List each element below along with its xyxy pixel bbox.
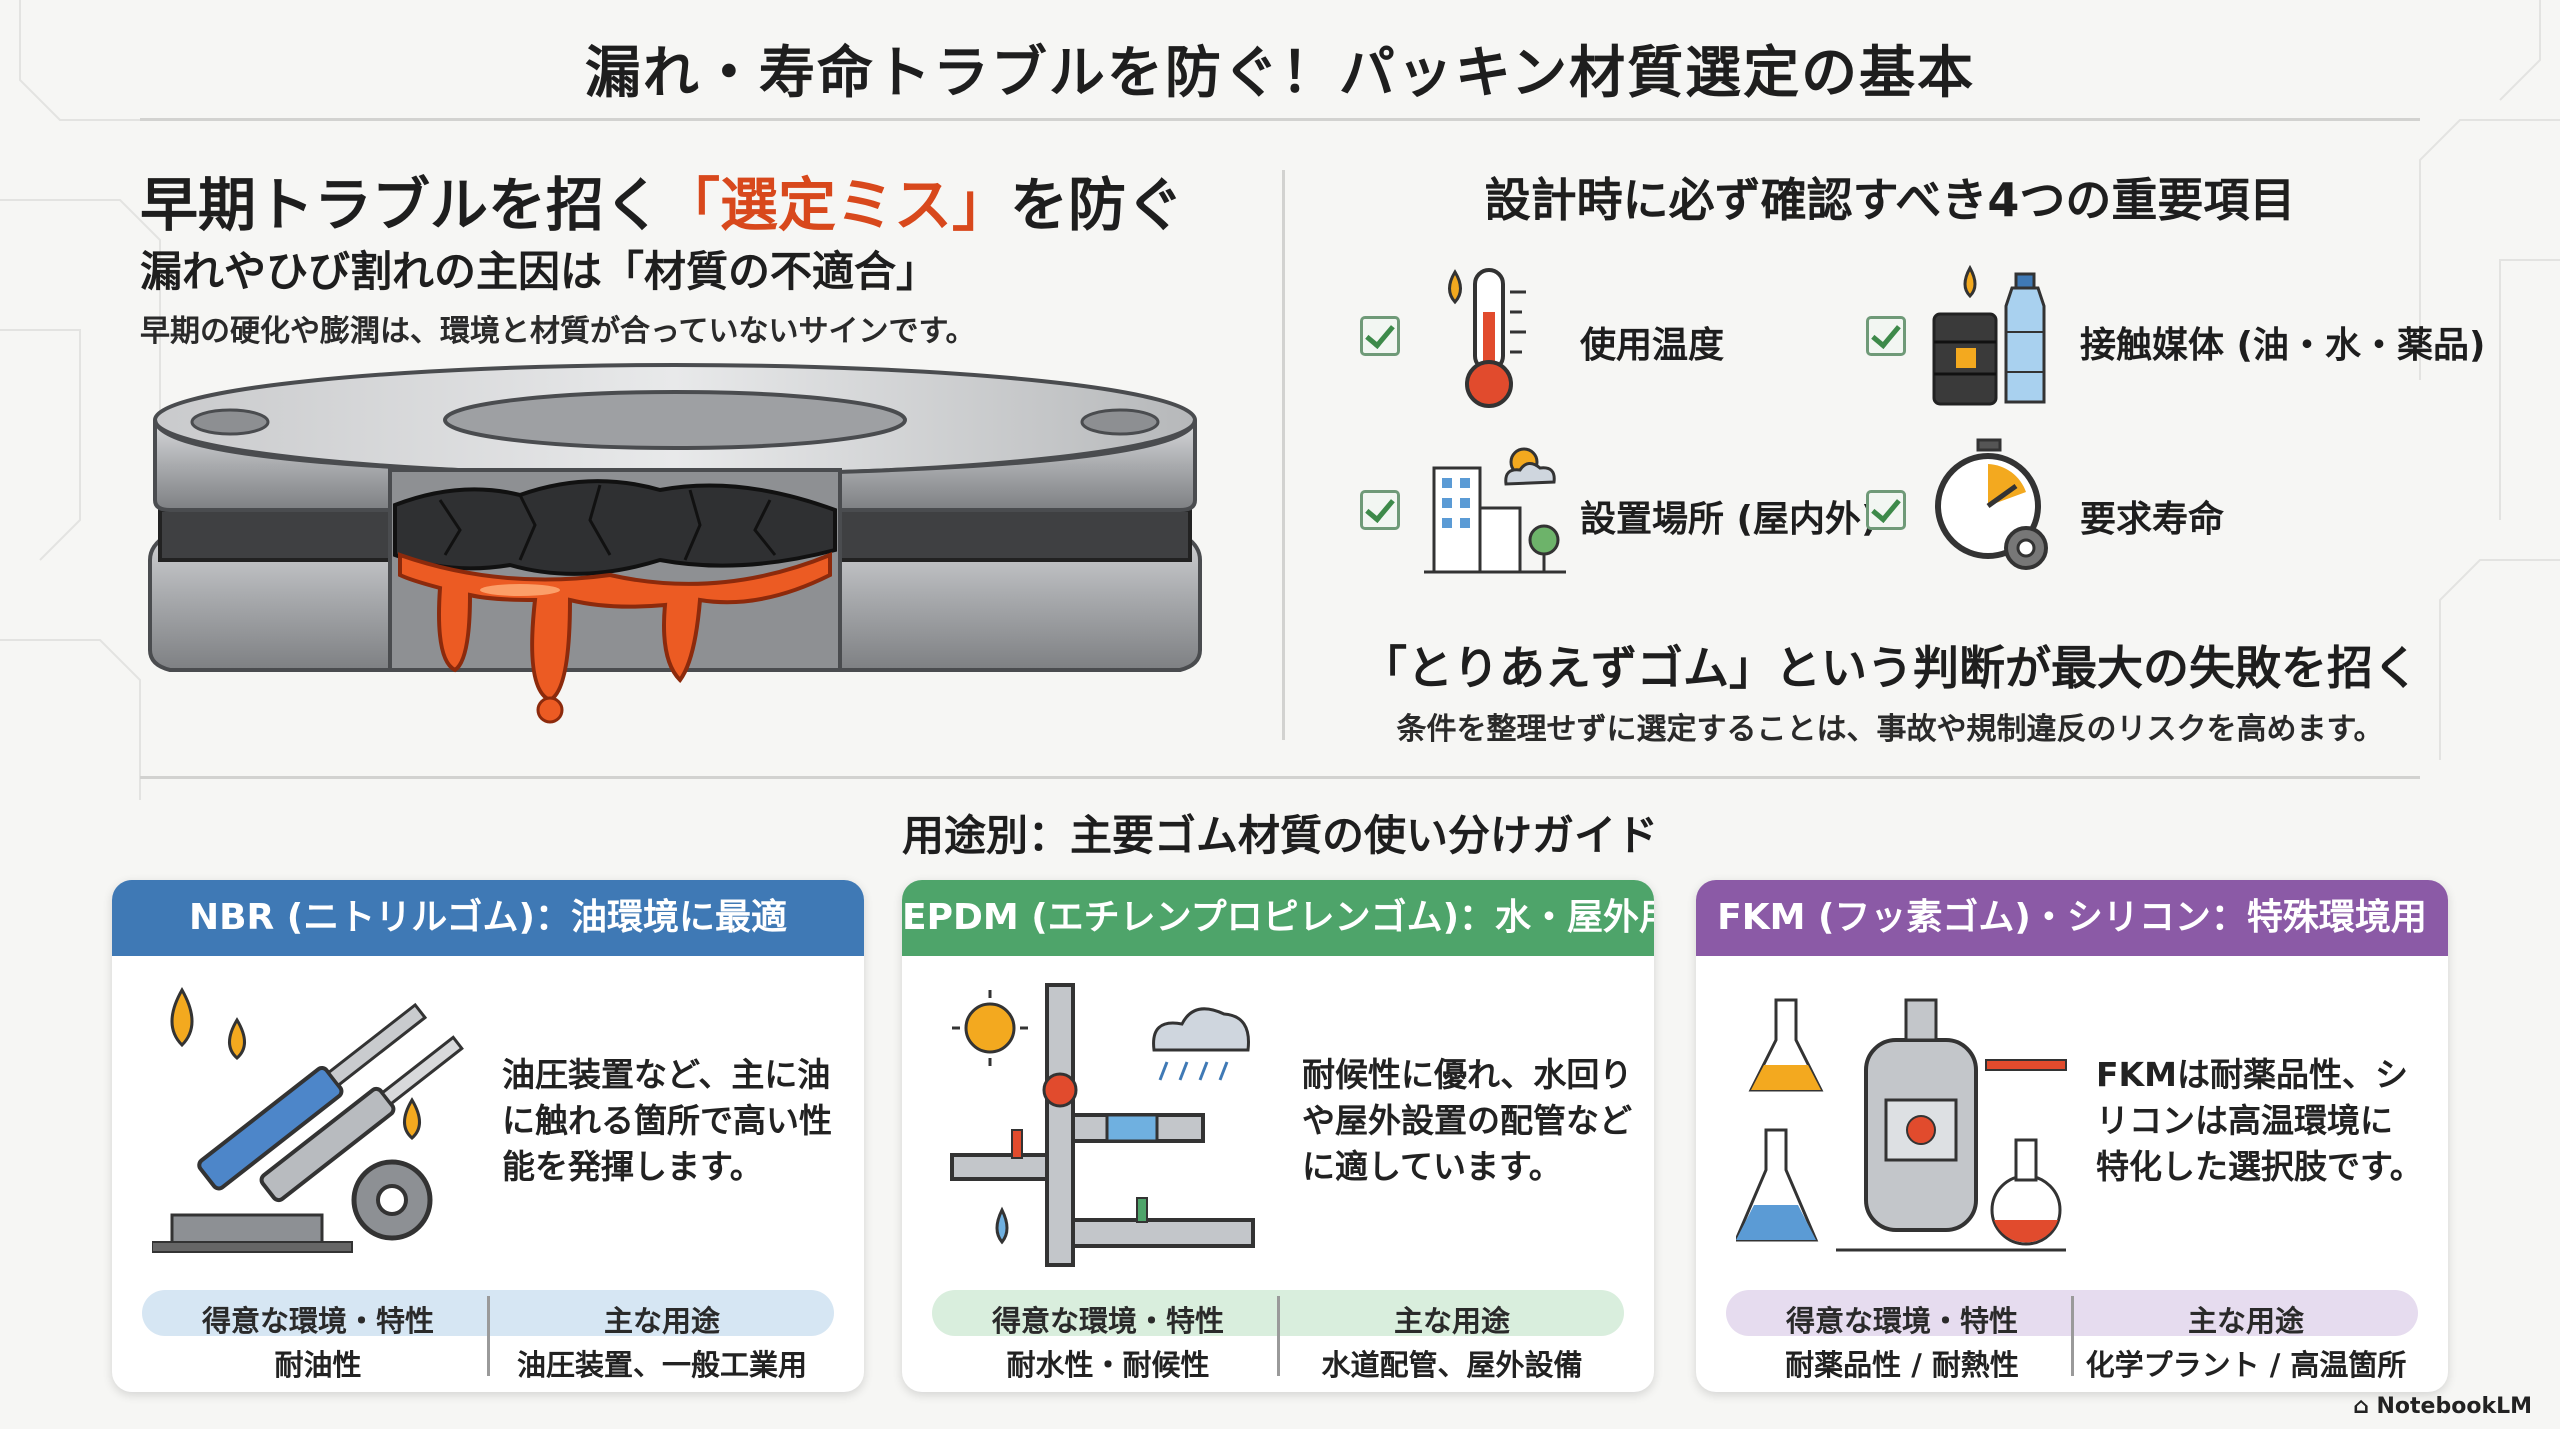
card-epdm-left-label: 得意な環境・特性: [991, 1304, 1224, 1338]
leaking-flange-illustration: [148, 363, 1202, 724]
card-epdm: EPDM (エチレンプロピレンゴム)：水・屋外用 耐候性に優れ、水回り や屋外設…: [902, 880, 1654, 1392]
card-fkm-left-value: 耐薬品性 / 耐熱性: [1785, 1348, 2019, 1382]
card-epdm-desc-line: 耐候性に優れ、水回り: [1302, 1055, 1633, 1094]
water-pipe-icon: [950, 983, 1255, 1267]
title-divider: [140, 118, 2420, 121]
card-epdm-desc-line: に適しています。: [1302, 1147, 1562, 1186]
checklist-heading: 設計時に必ず確認すべき4つの重要項目: [1484, 173, 2296, 227]
checkbox-location: [1360, 490, 1400, 530]
item-label-temperature: 使用温度: [1580, 325, 1725, 366]
guide-title: 用途別：主要ゴム材質の使い分けガイド: [901, 811, 1658, 860]
card-epdm-divider: [1277, 1296, 1280, 1376]
item-label-media: 接触媒体 (油・水・薬品): [2080, 325, 2486, 366]
checkbox-temperature: [1360, 316, 1400, 356]
card-fkm-divider: [2071, 1296, 2074, 1376]
left-heading-post: を防ぐ: [1010, 171, 1185, 239]
item-label-lifetime: 要求寿命: [2080, 499, 2225, 540]
card-fkm-left-label: 得意な環境・特性: [1785, 1304, 2018, 1338]
card-nbr-right-value: 油圧装置、一般工業用: [516, 1348, 807, 1382]
card-fkm-desc-line: リコンは高温環境に: [2096, 1101, 2393, 1140]
card-nbr-divider: [487, 1296, 490, 1376]
footer-label: NotebookLM: [2376, 1394, 2532, 1419]
stopwatch-gear-icon: [1935, 438, 2048, 570]
card-nbr-left-value: 耐油性: [274, 1348, 362, 1382]
building-weather-icon: [1424, 447, 1566, 574]
thermometer-icon: [1448, 268, 1526, 408]
card-fkm-right-value: 化学プラント / 高温箇所: [2085, 1348, 2407, 1382]
card-fkm-header: FKM (フッ素ゴム)・シリコン：特殊環境用: [1696, 880, 2448, 956]
card-nbr-desc-line: 能を発揮します。: [502, 1147, 763, 1186]
guide-divider: [140, 776, 2420, 779]
card-epdm-right-value: 水道配管、屋外設備: [1321, 1348, 1583, 1382]
card-nbr: NBR (ニトリルゴム)：油環境に最適 油圧装置など、主に油 に触れる箇所で高い…: [112, 880, 864, 1392]
card-fkm: FKM (フッ素ゴム)・シリコン：特殊環境用 FKMは耐薬品性、シ リコンは高温…: [1696, 880, 2448, 1392]
barrel-bottle-icon: [1932, 264, 2046, 406]
card-epdm-right-label: 主な用途: [1393, 1304, 1510, 1338]
checkbox-lifetime: [1866, 490, 1906, 530]
left-subheading: 漏れやひび割れの主因は「材質の不適合」: [140, 247, 939, 296]
card-epdm-description: 耐候性に優れ、水回り や屋外設置の配管など に適しています。: [1302, 1052, 1632, 1190]
card-fkm-desc-line: 特化した選択肢です。: [2096, 1147, 2423, 1186]
page-title: 漏れ・寿命トラブルを防ぐ！パッキン材質選定の基本: [584, 41, 1976, 106]
card-epdm-header: EPDM (エチレンプロピレンゴム)：水・屋外用: [902, 880, 1654, 956]
left-heading-highlight: 「選定ミス」: [662, 171, 1011, 239]
checkbox-media: [1866, 316, 1906, 356]
card-nbr-right-label: 主な用途: [603, 1304, 720, 1338]
warning-subtext: 条件を整理せずに選定することは、事故や規制違反のリスクを高めます。: [1396, 712, 2384, 747]
chemical-reactor-icon: [1736, 998, 2067, 1252]
hydraulic-cylinder-icon: [152, 986, 464, 1253]
left-note: 早期の硬化や膨潤は、環境と材質が合っていないサインです。: [140, 314, 976, 349]
card-epdm-left-value: 耐水性・耐候性: [1006, 1348, 1210, 1382]
left-heading: 早期トラブルを招く「選定ミス」を防ぐ: [140, 158, 1184, 242]
left-heading-pre: 早期トラブルを招く: [140, 171, 663, 239]
card-nbr-desc-line: に触れる箇所で高い性: [502, 1101, 832, 1140]
card-nbr-description: 油圧装置など、主に油 に触れる箇所で高い性 能を発揮します。: [502, 1052, 832, 1190]
item-label-location: 設置場所 (屋内外): [1580, 499, 1878, 540]
card-nbr-header: NBR (ニトリルゴム)：油環境に最適: [112, 880, 864, 956]
notebook-icon: ⌂: [2353, 1394, 2377, 1419]
card-nbr-left-label: 得意な環境・特性: [201, 1304, 434, 1338]
footer-brand: ⌂ NotebookLM: [2353, 1394, 2532, 1419]
card-epdm-desc-line: や屋外設置の配管など: [1302, 1101, 1632, 1140]
card-fkm-right-label: 主な用途: [2187, 1304, 2304, 1338]
warning-heading: 「とりあえずゴム」という判断が最大の失敗を招く: [1361, 641, 2419, 695]
card-nbr-desc-line: 油圧装置など、主に油: [502, 1055, 831, 1094]
card-fkm-desc-line: FKMは耐薬品性、シ: [2096, 1055, 2408, 1094]
section-divider: [1282, 170, 1285, 740]
card-fkm-description: FKMは耐薬品性、シ リコンは高温環境に 特化した選択肢です。: [2096, 1052, 2423, 1190]
